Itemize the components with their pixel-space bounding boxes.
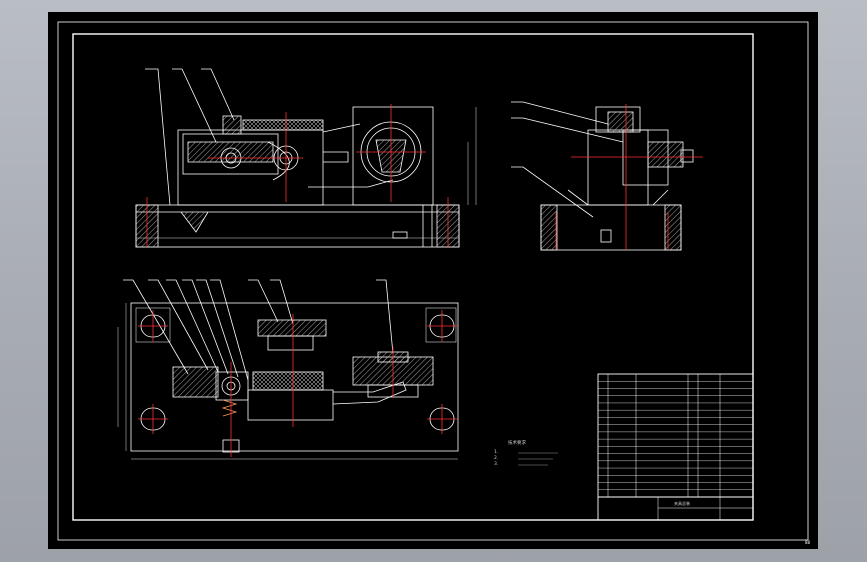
inner-frame — [72, 33, 754, 521]
corner-mark: 88 — [805, 540, 811, 545]
front-view — [135, 68, 477, 248]
parts-list-rows — [598, 381, 753, 490]
front-view-centerlines — [146, 104, 449, 247]
drawing-sheet: 技术要求 1. 2. 3. 夹具总装 88 — [48, 12, 818, 549]
tech-req-line-3: 3. — [494, 461, 498, 467]
tech-req-title: 技术要求 — [508, 439, 526, 446]
tech-req-line-1: 1. — [494, 449, 498, 455]
title-block-name: 夹具总装 — [674, 500, 690, 506]
parts-list-table — [597, 373, 754, 521]
technical-requirements: 技术要求 1. 2. 3. — [494, 439, 558, 467]
outer-frame — [57, 21, 809, 541]
side-view-centerlines — [555, 104, 703, 250]
cad-drawing-canvas[interactable]: 技术要求 1. 2. 3. 夹具总装 88 — [48, 12, 818, 549]
plan-view-centerlines — [138, 310, 457, 457]
tech-req-line-2: 2. — [494, 455, 498, 461]
side-view — [511, 101, 694, 251]
plan-view — [117, 279, 459, 460]
